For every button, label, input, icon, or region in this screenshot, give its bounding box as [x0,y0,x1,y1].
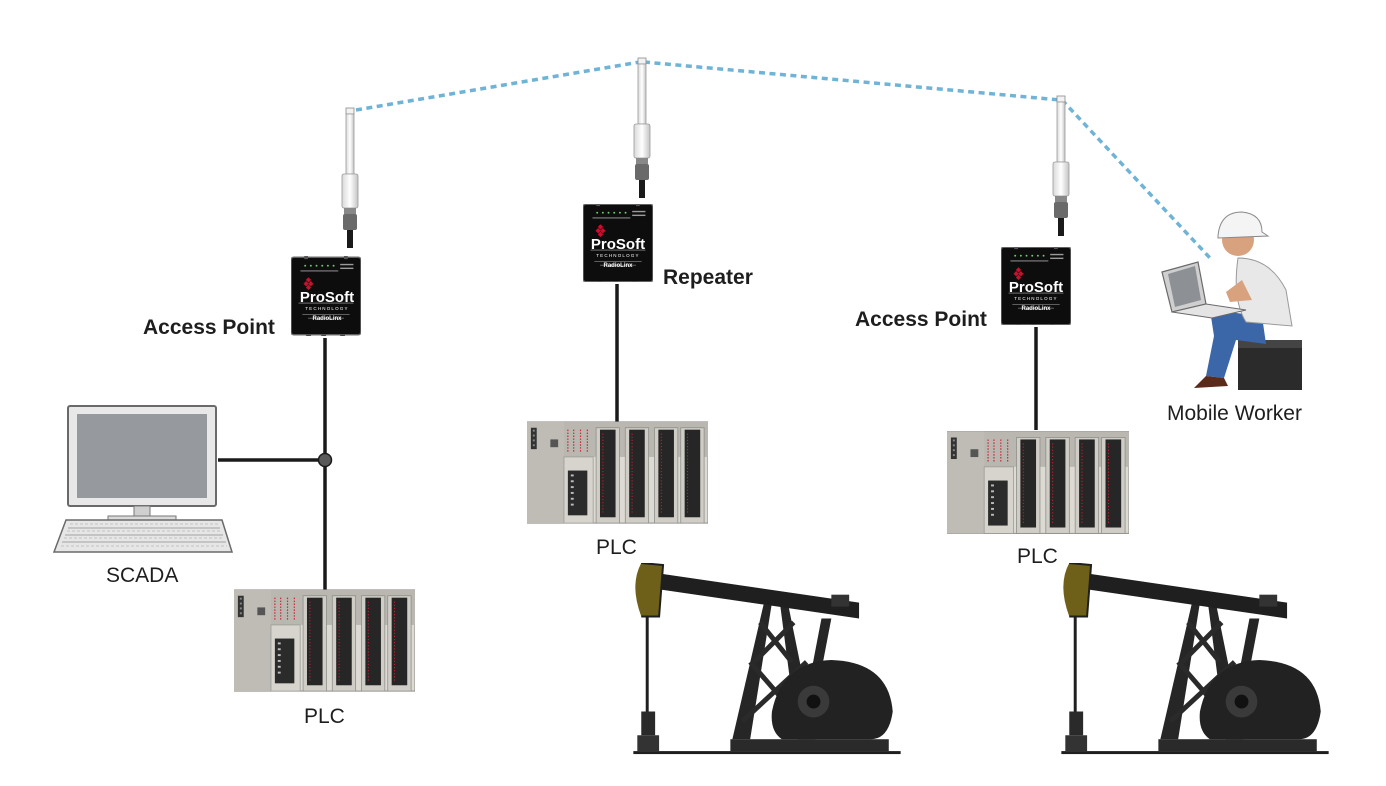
computer-icon [52,405,234,553]
radio-brand: ProSoft [591,236,645,253]
radio-brand-sub: TECHNOLOGY [596,253,640,258]
antenna-icon [1052,95,1070,237]
label-plc-left: PLC [304,705,345,728]
radio-brand: ProSoft [1009,279,1063,296]
plc-icon [527,421,708,524]
antenna-icon [633,57,651,199]
wireless-links [355,60,1212,260]
radio-model: RadioLinx [1021,306,1051,312]
plc-icon [947,431,1129,534]
label-access-point-left: Access Point [143,316,275,339]
label-plc-center: PLC [596,536,637,559]
radio-model: RadioLinx [603,263,633,269]
radio-brand-sub: TECHNOLOGY [305,306,349,311]
label-plc-right: PLC [1017,545,1058,568]
wireless-link-ap-worker [1060,98,1212,260]
plc-icon [234,589,415,692]
label-scada: SCADA [106,564,179,587]
wireless-link-ap-repeater [355,60,641,112]
radio-model: RadioLinx [312,316,342,322]
label-mobile-worker: Mobile Worker [1167,402,1302,425]
radio-brand-sub: TECHNOLOGY [1014,296,1058,301]
label-access-point-right: Access Point [855,308,987,331]
radio-brand: ProSoft [300,289,354,306]
antenna-icon [341,107,359,249]
wireless-link-repeater-ap [643,60,1061,102]
junction-node [317,452,333,468]
pumpjack-icon [1061,563,1328,754]
label-repeater: Repeater [663,266,753,289]
worker-icon [1161,211,1302,390]
pumpjack-icon [633,563,900,754]
